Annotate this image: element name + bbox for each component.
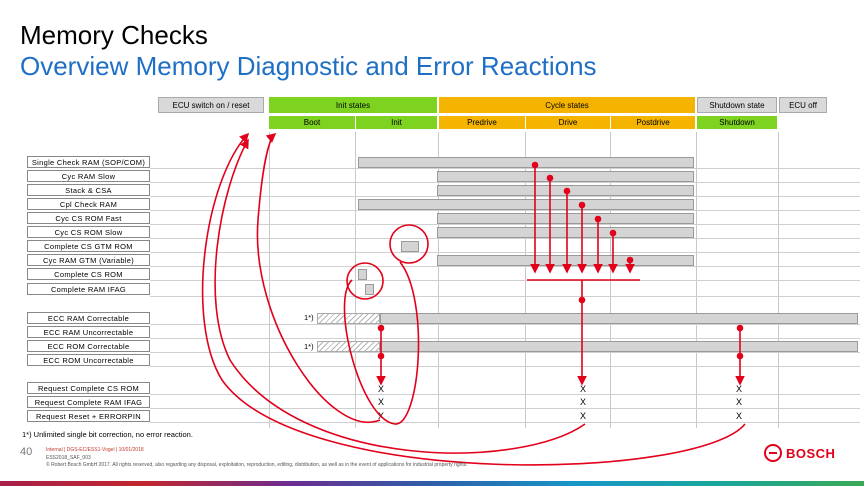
row-label: Request Complete RAM IFAG — [27, 396, 150, 408]
footer-doc-id: ESS2018_SAF_003 — [46, 455, 91, 461]
x-mark: X — [579, 397, 586, 407]
grid-row-line — [150, 280, 860, 281]
grid-row-line — [150, 296, 860, 297]
brand-rainbow-bar — [0, 481, 864, 486]
x-mark: X — [735, 384, 742, 394]
row-label: Single Check RAM (SOP/COM) — [27, 156, 150, 168]
row-label: ECC RAM Uncorrectable — [27, 326, 150, 338]
row-label: Complete RAM IFAG — [27, 283, 150, 295]
slide-title: Memory Checks — [20, 20, 208, 50]
hatch-ecc-ram-correctable — [317, 313, 380, 324]
phase-predrive: Predrive — [439, 116, 525, 129]
x-mark: X — [579, 384, 586, 394]
bar-single-check-ram — [358, 157, 694, 168]
row-label: Cyc RAM Slow — [27, 170, 150, 182]
header-init-states: Init states — [269, 97, 437, 113]
grid-row-line — [150, 366, 860, 367]
grid-row-line — [150, 324, 860, 325]
bosch-logo-icon — [764, 444, 782, 462]
bosch-brand: BOSCH — [786, 446, 836, 461]
bar-complete-cs-rom — [358, 269, 367, 280]
row-label: Cyc RAM GTM (Variable) — [27, 254, 150, 266]
phase-init: Init — [356, 116, 437, 129]
grid-row-line — [150, 224, 860, 225]
grid-row-line — [150, 238, 860, 239]
x-mark: X — [377, 397, 384, 407]
page-number: 40 — [20, 446, 33, 458]
footnote: 1*) Unlimited single bit correction, no … — [22, 430, 193, 439]
phase-boot: Boot — [269, 116, 355, 129]
row-label: Complete CS ROM — [27, 268, 150, 280]
row-label: ECC RAM Correctable — [27, 312, 150, 324]
x-mark: X — [735, 397, 742, 407]
footer-copyright: © Robert Bosch GmbH 2017. All rights res… — [46, 462, 468, 468]
phase-postdrive: Postdrive — [611, 116, 695, 129]
bar-cpl-check-ram — [358, 199, 694, 210]
row-label: Request Complete CS ROM — [27, 382, 150, 394]
row-label: ECC ROM Uncorrectable — [27, 354, 150, 366]
grid-row-line — [150, 408, 860, 409]
grid-row-line — [150, 338, 860, 339]
x-mark: X — [735, 411, 742, 421]
bar-cyc-ram-slow — [437, 171, 694, 182]
grid-row-line — [150, 266, 860, 267]
row-label: Cyc CS ROM Slow — [27, 226, 150, 238]
bar-cyc-cs-rom-slow — [437, 227, 694, 238]
bar-cyc-cs-rom-fast — [437, 213, 694, 224]
bar-ecc-ram-correctable — [380, 313, 858, 324]
row-label: Cpl Check RAM — [27, 198, 150, 210]
bar-complete-cs-gtm-rom — [401, 241, 419, 252]
grid-row-line — [150, 394, 860, 395]
row-label: Request Reset + ERRORPIN — [27, 410, 150, 422]
grid-row-line — [150, 168, 860, 169]
row-label: Stack & CSA — [27, 184, 150, 196]
footnote-ref: 1*) — [304, 342, 314, 351]
header-ecu-off: ECU off — [779, 97, 827, 113]
header-ecu-switch: ECU switch on / reset — [158, 97, 264, 113]
bar-complete-ram-ifag — [365, 284, 374, 295]
row-label: Cyc CS ROM Fast — [27, 212, 150, 224]
x-mark: X — [377, 384, 384, 394]
grid-row-line — [150, 352, 860, 353]
phase-drive: Drive — [526, 116, 610, 129]
row-label: Complete CS GTM ROM — [27, 240, 150, 252]
x-mark: X — [579, 411, 586, 421]
grid-row-line — [150, 196, 860, 197]
header-shutdown-state: Shutdown state — [697, 97, 777, 113]
grid-row-line — [150, 210, 860, 211]
header-cycle-states: Cycle states — [439, 97, 695, 113]
footer-classification: Internal | DGS-EC/ESS1-Vogel | 10/01/201… — [46, 447, 144, 453]
grid-row-line — [150, 182, 860, 183]
slide-subtitle: Overview Memory Diagnostic and Error Rea… — [20, 51, 597, 81]
footnote-ref: 1*) — [304, 313, 314, 322]
phase-shutdown: Shutdown — [697, 116, 777, 129]
grid-row-line — [150, 422, 860, 423]
row-label: ECC ROM Correctable — [27, 340, 150, 352]
grid-row-line — [150, 252, 860, 253]
